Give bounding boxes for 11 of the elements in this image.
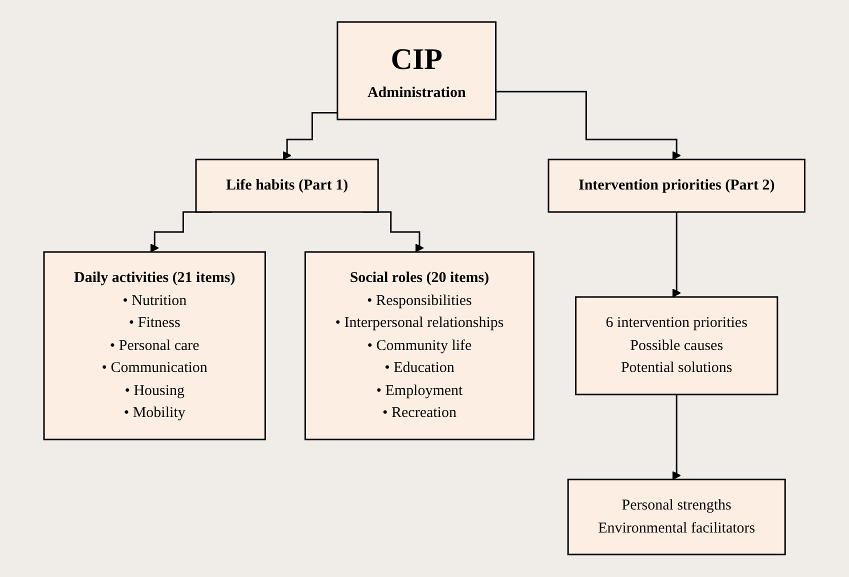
arrow — [672, 394, 682, 480]
node-box: Daily activities (21 items) • Nutrition • Fitness • Personal care • Communication • Housing • Mobility — [43, 252, 266, 440]
node-box: Intervention priorities (Part 2) — [548, 159, 806, 213]
node-box: 6 intervention priorities Possible causes Potential solutions — [575, 296, 778, 396]
arrow — [496, 91, 682, 160]
node-box: Personal strengths Environmental facilitators — [567, 478, 786, 556]
node-box: Life habits (Part 1) — [195, 159, 379, 213]
arrow — [282, 112, 338, 160]
node-box: CIP Administration — [336, 22, 497, 120]
node-box: Social roles (20 items) • Responsibilities • Interpersonal relationships • Community life • Education • Employment • Recreation — [304, 252, 535, 440]
arrow — [672, 212, 682, 298]
